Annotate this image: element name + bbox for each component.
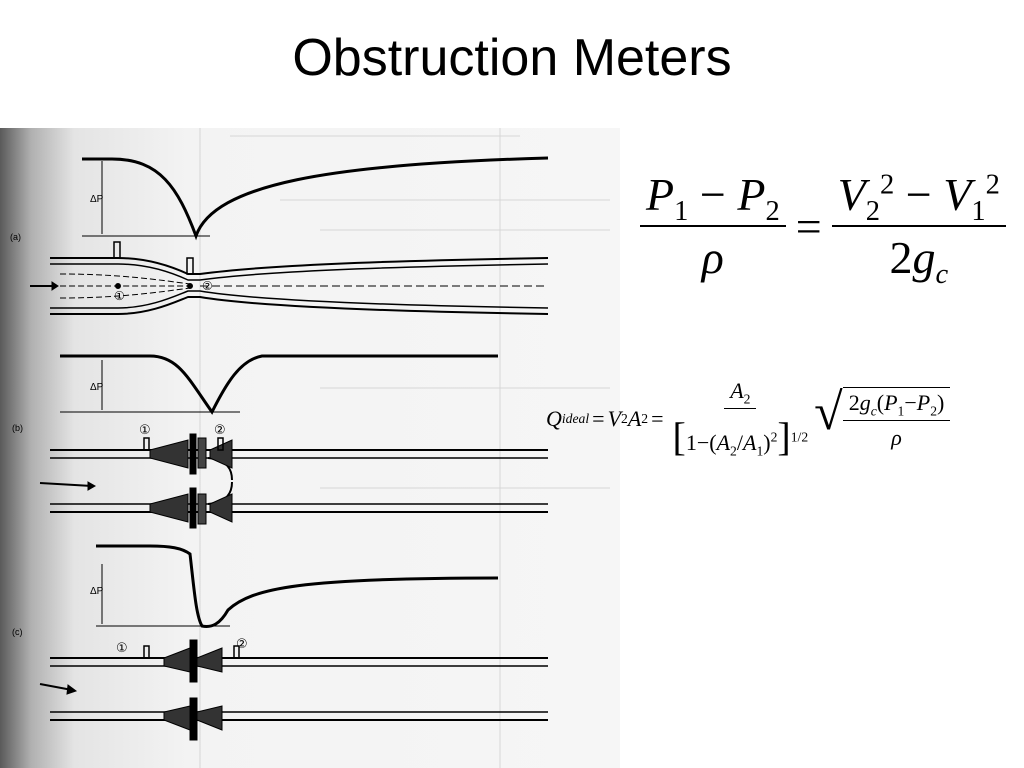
obstruction-meter-figure: (a) ΔP ① ② (b) ΔP [0,128,620,768]
area-ratio-fraction: A2 [1−(A2/A1)2]1/2 [672,378,809,459]
tap-1-b: ① [139,423,151,438]
bernoulli-equation: P1 − P2 ρ = V22 − V12 2gc [640,168,1006,289]
scanned-page-background [0,128,620,768]
delta-p-label-b: ΔP [90,382,104,393]
velocity-fraction: V22 − V12 2gc [831,168,1006,289]
panel-b-label: (b) [12,423,23,433]
tap-1-a: ① [114,289,125,303]
panel-a-label: (a) [10,232,21,242]
tap-1-c: ① [116,641,128,656]
slide-title: Obstruction Meters [292,29,732,87]
venturi-wall-bottom [50,290,549,309]
tap-2-a: ② [202,279,213,293]
delta-p-label-a: ΔP [90,194,104,205]
pressure-fraction: P1 − P2 ρ [640,168,786,284]
delta-p-label-c: ΔP [90,586,104,597]
panel-a-venturi: (a) ΔP ① ② [10,156,549,315]
equals-sign: = [795,200,822,252]
square-root: √ 2gc(P1−P2) ρ [814,387,951,451]
tap-2-b: ② [214,423,226,438]
tap-2-c: ② [236,637,248,652]
venturi-wall-top [50,257,549,275]
panel-b-flow-nozzle: (b) ΔP ① ② [12,354,548,529]
panel-c-label: (c) [12,627,23,637]
panel-c-orifice-plate: (c) ΔP ① ② [12,544,548,741]
pressure-curve-a [82,156,549,241]
